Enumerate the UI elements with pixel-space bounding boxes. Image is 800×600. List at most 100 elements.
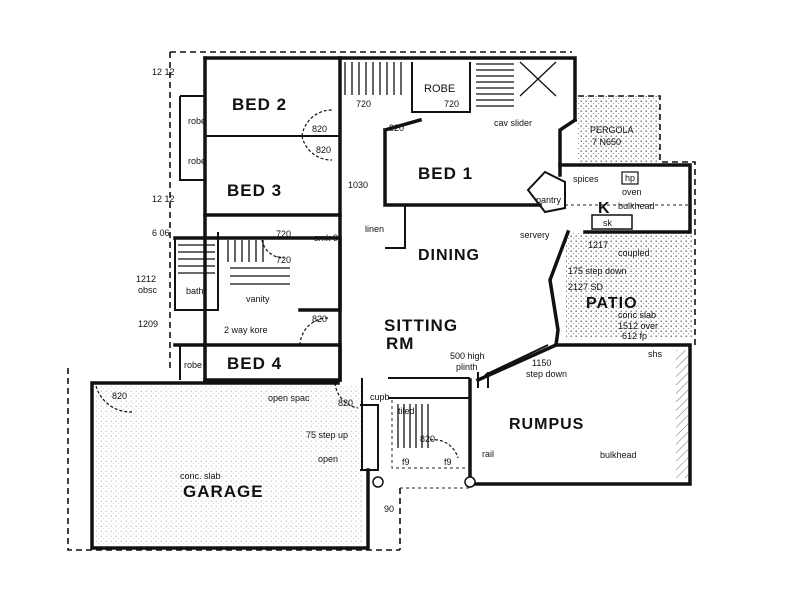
note-door-720-top-b: 720: [444, 99, 459, 109]
note-smk: smk 9: [314, 233, 338, 243]
wall-bath-inner: [174, 232, 219, 311]
note-robe-bed2: robe: [188, 116, 206, 126]
door-bed3: [301, 135, 333, 161]
room-robe: ROBE: [424, 83, 455, 95]
wall-rumpus: [468, 343, 692, 486]
note-two-way-a: 2 way: [224, 325, 248, 335]
note-conc-slab-patio: conc slab: [618, 310, 656, 320]
note-f9-a: f9: [402, 457, 410, 467]
note-door-820-bed3: 820: [316, 145, 331, 155]
room-sitting-rm: RM: [386, 334, 414, 353]
note-robe-bed4: robe: [184, 360, 202, 370]
note-patio-coupled: coupled: [618, 248, 650, 258]
post-2: [464, 476, 476, 488]
note-f9-b: f9: [444, 457, 452, 467]
door-bath: [261, 239, 285, 259]
room-garage: GARAGE: [183, 482, 264, 501]
note-two-way-b: kore: [250, 325, 268, 335]
wall-entry: [361, 377, 470, 470]
note-door-720-bath-b: 720: [276, 255, 291, 265]
wall-entry-inner: [391, 400, 468, 469]
note-door-820-entry: 820: [420, 434, 435, 444]
note-door-820-bed2: 820: [312, 124, 327, 134]
note-patio-1217: 1217: [588, 240, 608, 250]
note-shs: shs: [648, 349, 663, 359]
room-sitting: SITTING: [384, 316, 458, 335]
note-step-down-2: step down: [526, 369, 567, 379]
room-bed2: BED 2: [232, 95, 287, 114]
note-patio-step: 175 step down: [568, 266, 627, 276]
sink: [591, 214, 633, 230]
note-open-space: open spac: [268, 393, 310, 403]
room-bed1: BED 1: [418, 164, 473, 183]
note-door-720-bath-a: 720: [276, 229, 291, 239]
boundary-right: [578, 95, 696, 345]
note-plinth-1: 500 high: [450, 351, 485, 361]
garage-floor: [96, 386, 362, 544]
note-dim-1212-obsc: 1212: [136, 274, 156, 284]
note-pantry: pantry: [536, 195, 562, 205]
stair-top-right: [476, 61, 557, 107]
stair-top-left: [344, 62, 402, 95]
room-rumpus: RUMPUS: [509, 416, 584, 433]
room-kitchen: K: [598, 200, 611, 217]
note-bath: bath: [186, 286, 204, 296]
wall-garage: [90, 381, 370, 550]
note-conc-slab-garage: conc. slab: [180, 471, 221, 481]
door-bed2: [301, 109, 333, 137]
note-pergola-dim: 7 N650: [592, 137, 621, 147]
note-door-820-bed4: 820: [312, 314, 327, 324]
note-cupb: cupb: [370, 392, 390, 402]
note-step-75: 75 step up: [306, 430, 348, 440]
note-door-720-top: 720: [356, 99, 371, 109]
room-pergola: PERGOLA: [590, 125, 634, 135]
rumpus-window: [676, 350, 688, 478]
wall-robe: [411, 62, 471, 113]
note-cav-slider: cav slider: [494, 118, 532, 128]
note-door-820-bed1: 820: [389, 123, 404, 133]
note-tiled: tiled: [398, 406, 415, 416]
note-step-down-1: 1150: [532, 358, 551, 368]
door-bed4: [299, 317, 329, 346]
note-dim-1030: 1030: [348, 180, 368, 190]
wall-living-right: [475, 229, 571, 383]
note-sk: sk: [603, 218, 613, 228]
note-servery: servery: [520, 230, 550, 240]
boundary-garage: [67, 368, 400, 551]
wall-robes: [179, 95, 205, 181]
wall-linen: [385, 204, 406, 249]
note-obsc: obsc: [138, 285, 158, 295]
note-plinth-2: plinth: [456, 362, 478, 372]
note-bulkhead-k: bulkhead: [618, 201, 655, 211]
note-dim-606: 6 06: [152, 228, 170, 238]
wall-kitchen: [558, 163, 692, 234]
note-open: open: [318, 454, 338, 464]
note-linen: linen: [365, 224, 384, 234]
note-robe-bed3: robe: [188, 156, 206, 166]
post-1: [372, 476, 384, 488]
garage-step: [360, 404, 379, 471]
note-rail: rail: [482, 449, 494, 459]
door-garage-left: [95, 385, 133, 413]
note-patio-2127: 2127 SD: [568, 282, 604, 292]
stair-entry: [397, 404, 429, 448]
wall-top-block: [338, 56, 577, 122]
note-bulkhead-r: bulkhead: [600, 450, 637, 460]
note-hp: hp: [625, 173, 635, 183]
note-spices: spices: [573, 174, 599, 184]
wall-bed1: [382, 117, 542, 207]
stair-bath: [178, 240, 290, 285]
wall-pantry: [526, 170, 566, 214]
note-door-820-garage-left: 820: [112, 391, 127, 401]
room-bed3: BED 3: [227, 181, 282, 200]
door-entry: [429, 439, 459, 459]
note-door-820-garage: 820: [338, 398, 353, 408]
pergola-area: [578, 96, 660, 162]
note-fp-612: 612 fp: [622, 331, 647, 341]
note-over-1512: 1512 over: [618, 321, 658, 331]
note-vanity: vanity: [246, 294, 270, 304]
note-dim-90: 90: [384, 504, 394, 514]
room-dining: DINING: [418, 247, 480, 264]
note-dim-1209: 1209: [138, 319, 158, 329]
